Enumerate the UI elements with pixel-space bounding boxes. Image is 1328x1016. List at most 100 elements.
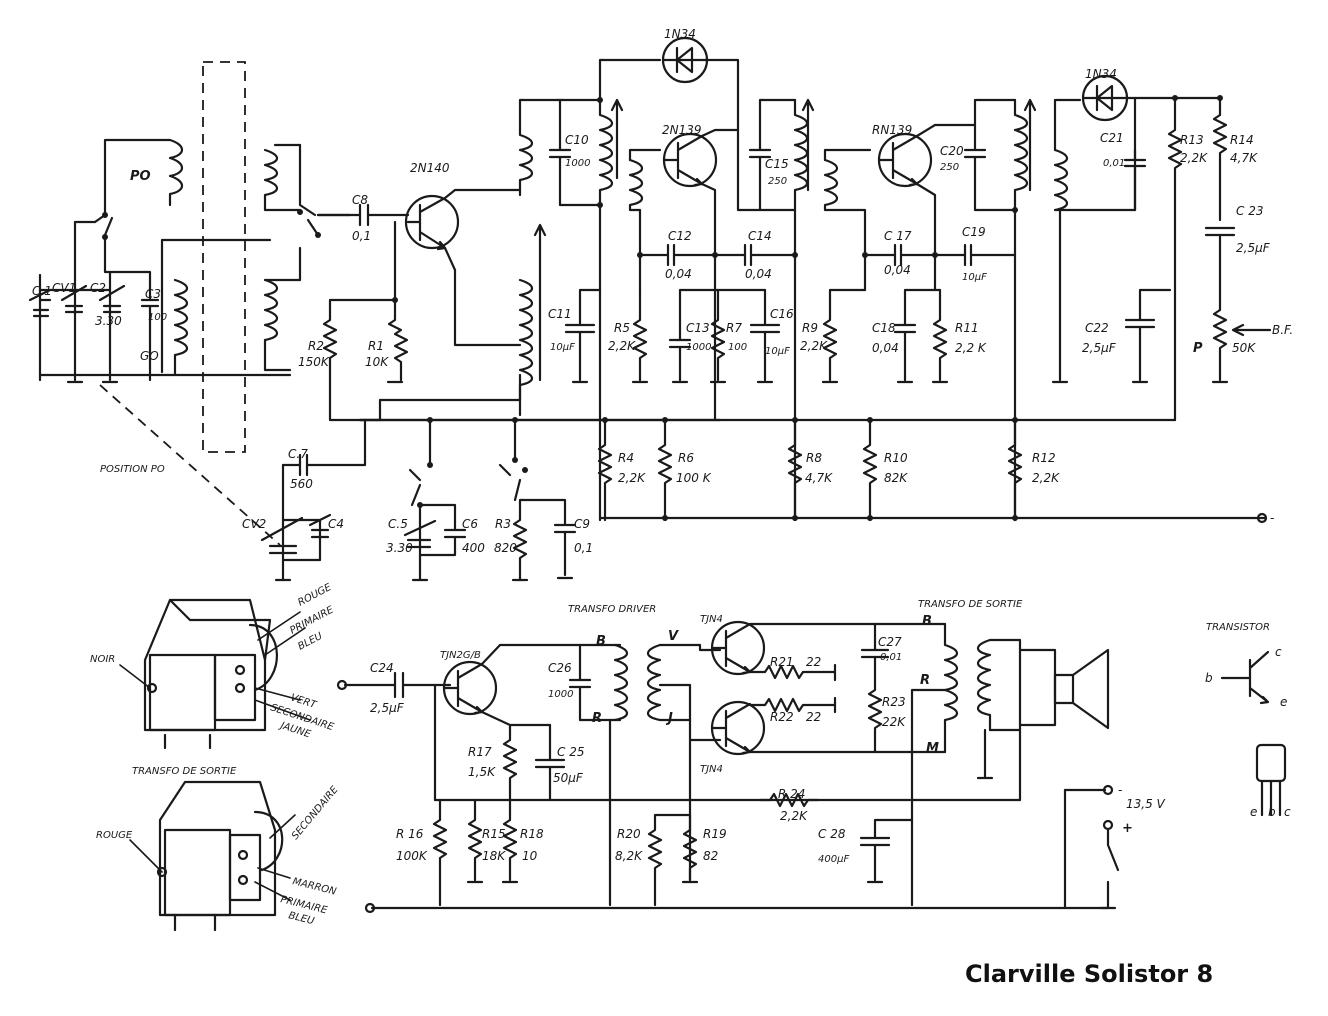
label-r10: R10 <box>884 451 908 465</box>
diode-d1 <box>661 36 740 142</box>
label-r16v: 100K <box>396 849 428 863</box>
label-r13: R13 <box>1180 133 1204 147</box>
label-c16: C16 <box>770 307 794 321</box>
ferrite-antenna-rod <box>202 61 246 453</box>
label-c10v: 1000 <box>565 158 590 169</box>
label-minus: - <box>1270 511 1274 525</box>
label-c24: C24 <box>370 661 394 675</box>
audio-bias-and-supply <box>364 784 1120 914</box>
label-p: P <box>1193 341 1203 356</box>
label-r18v: 10 <box>522 849 538 863</box>
label-c12: C12 <box>668 229 692 243</box>
label-c11: C11 <box>548 307 572 321</box>
label-transfo-driver: TRANSFO DRIVER <box>568 604 656 615</box>
label-c2: C2 <box>90 281 106 295</box>
label-c21v: 0,01 <box>1103 158 1125 169</box>
label-c22: C22 <box>1085 321 1109 335</box>
label-c13v: 1000 <box>686 342 711 353</box>
label-pin-r1: R <box>592 711 602 726</box>
label-pin-b1: B <box>596 634 606 649</box>
component-labels: PO GO POSITION PO C 1 CV1 C2 3.30 C3 100… <box>32 27 1293 927</box>
transistor-symbol-legend <box>1220 650 1287 817</box>
label-c4: C4 <box>328 517 344 531</box>
label-c17v: 0,04 <box>884 263 911 277</box>
label-c22v: 2,5µF <box>1082 341 1117 355</box>
audio-input-c24 <box>336 671 452 802</box>
label-out-title: TRANSFO DE SORTIE <box>132 766 237 777</box>
label-d2: 1N34 <box>1085 67 1117 81</box>
label-pin-r2: R <box>920 673 930 688</box>
driver-transformer <box>568 643 722 907</box>
label-c8v: 0,1 <box>352 229 371 243</box>
label-r22: R22 <box>770 710 794 724</box>
label-r20v: 8,2K <box>615 849 643 863</box>
label-q4: TJN2G/B <box>440 650 481 661</box>
label-r22v: 22 <box>806 710 821 724</box>
label-r3: R3 <box>495 517 511 531</box>
label-c27: C27 <box>878 635 902 649</box>
label-c25: C 25 <box>557 745 584 759</box>
label-go: GO <box>140 349 159 363</box>
emitter-network-q2 <box>631 243 797 384</box>
label-r17v: 1,5K <box>468 765 496 779</box>
label-pv: 50K <box>1232 341 1256 355</box>
label-c16v: 10µF <box>765 346 790 357</box>
label-c13: C13 <box>686 321 710 335</box>
label-drv-primaire: PRIMAIRE <box>288 604 336 636</box>
label-r2v: 150K <box>298 355 330 369</box>
label-c15: C15 <box>765 157 789 171</box>
label-r15v: 18K <box>482 849 506 863</box>
label-pin-v: V <box>668 629 679 644</box>
label-c9: C9 <box>574 517 590 531</box>
label-r23v: 22K <box>882 715 906 729</box>
label-c19v: 10µF <box>962 272 987 283</box>
transistor-q3 <box>823 123 977 292</box>
label-r9: R9 <box>802 321 818 335</box>
label-leg-b: b <box>1205 671 1213 685</box>
label-c25v: 50µF <box>553 771 584 785</box>
label-c7: C.7 <box>288 447 308 461</box>
label-r19v: 82 <box>703 849 718 863</box>
label-out-marron: MARRON <box>291 876 338 898</box>
label-r1: R1 <box>368 339 384 353</box>
label-r23: R23 <box>882 695 906 709</box>
label-r11v: 2,2 K <box>955 341 987 355</box>
label-c6: C6 <box>462 517 478 531</box>
label-c5v: 3.30 <box>386 541 413 555</box>
label-q2: 2N139 <box>662 123 702 137</box>
diode-d2 <box>1051 74 1272 422</box>
label-c7v: 560 <box>290 477 313 491</box>
label-c10: C10 <box>565 133 589 147</box>
label-c24v: 2,5µF <box>370 701 405 715</box>
label-c1: C 1 <box>32 284 52 298</box>
label-c2v: 3.30 <box>95 314 122 328</box>
bias-network-r1-r2 <box>322 220 722 422</box>
label-q5: TJN4 <box>700 614 723 625</box>
label-c3v: 100 <box>148 312 167 323</box>
label-c26: C26 <box>548 661 572 675</box>
label-c27v: 0,01 <box>880 652 902 663</box>
label-c8: C8 <box>352 193 368 207</box>
label-c11v: 10µF <box>550 342 575 353</box>
output-transistors <box>710 620 947 756</box>
label-c19: C19 <box>962 225 986 239</box>
label-r1v: 10K <box>365 355 389 369</box>
label-q1: 2N140 <box>410 161 450 175</box>
label-leg-e: e <box>1280 695 1287 709</box>
label-r4: R4 <box>618 451 634 465</box>
label-r15: R15 <box>482 827 506 841</box>
label-c18: C18 <box>872 321 896 335</box>
label-po: PO <box>130 169 151 184</box>
label-r8: R8 <box>806 451 822 465</box>
label-r12v: 2,2K <box>1032 471 1060 485</box>
label-c23: C 23 <box>1236 204 1263 218</box>
label-c20v: 250 <box>940 162 959 173</box>
label-q3: RN139 <box>872 123 912 137</box>
label-cv2: CV2 <box>242 517 266 531</box>
label-r24v: 2,2K <box>780 809 808 823</box>
if-transformer-2 <box>736 98 815 522</box>
label-c28: C 28 <box>818 827 846 841</box>
label-leg-e2: e <box>1250 805 1257 819</box>
label-supply-plus: + <box>1122 821 1133 836</box>
driver-transformer-drawing <box>119 598 311 750</box>
